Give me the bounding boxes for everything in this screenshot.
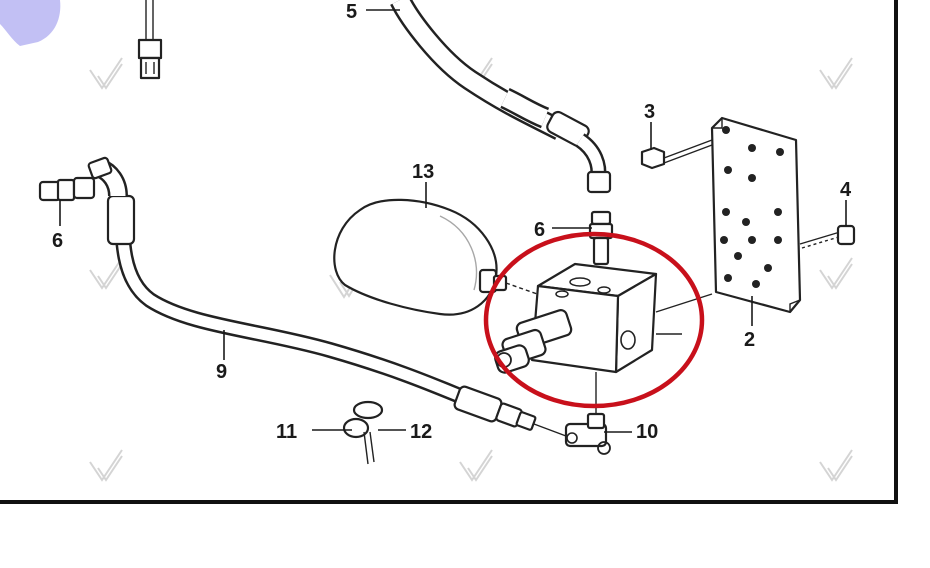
callout-3: 3: [644, 101, 655, 123]
highlight-ellipse: [483, 231, 705, 409]
leader-lines: [59, 9, 847, 433]
hose-5: [390, 0, 612, 194]
bolt-4: [799, 224, 856, 249]
callout-4: 4: [840, 179, 852, 201]
logo-fragment: [0, 0, 61, 46]
callout-12: 12: [410, 421, 432, 443]
mounting-plate: [710, 116, 802, 314]
fitting-6-left: [38, 176, 96, 202]
callout-2: 2: [744, 329, 755, 351]
callout-13: 13: [412, 161, 434, 183]
callout-6-left: 6: [52, 230, 63, 252]
diagram-frame: [0, 0, 898, 504]
callout-10: 10: [636, 421, 658, 443]
bolt-3: [640, 139, 713, 170]
callout-6-center: 6: [534, 219, 545, 241]
callout-5: 5: [346, 1, 357, 23]
callout-9: 9: [216, 361, 227, 383]
clamp-11-12: [342, 400, 384, 465]
electrical-connector: [137, 0, 163, 80]
callouts: 5 3 4 13 6 6 2 9 11 12 10: [52, 1, 852, 443]
callout-11: 11: [276, 421, 297, 443]
hose-9: [87, 156, 567, 437]
fitting-6-center: [588, 210, 614, 266]
valve-block: [494, 262, 713, 420]
tee-fitting-10: [564, 412, 611, 455]
accumulator-13: [333, 198, 541, 316]
